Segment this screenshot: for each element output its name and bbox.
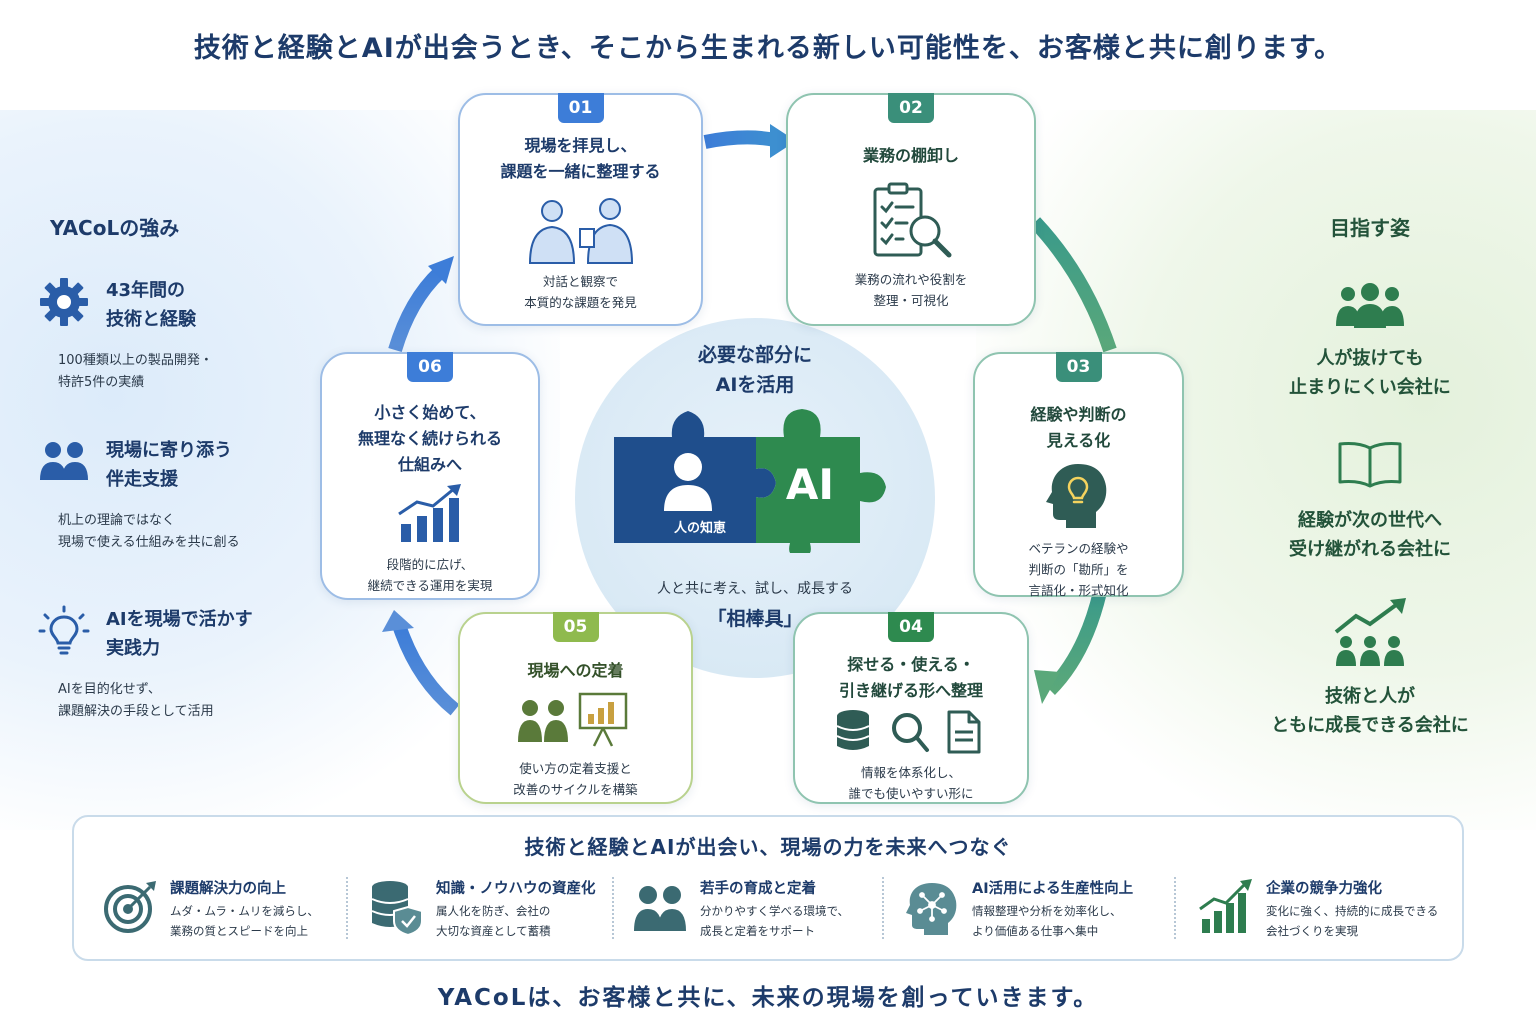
- step-badge: 06: [407, 352, 453, 382]
- arrow-03-04-head: [1034, 670, 1060, 704]
- step-badge: 04: [888, 612, 934, 642]
- step-badge: 02: [888, 93, 934, 123]
- step-card-01: 01 現場を拝見し、 課題を一緒に整理する 対話と観察で 本質的な課題を発見: [458, 93, 703, 326]
- benefit-item: 企業の競争力強化 変化に強く、持続的に成長できる 会社づくりを実現: [1198, 875, 1458, 945]
- puzzle-pieces: [614, 409, 886, 553]
- benefit-head: AI活用による生産性向上: [972, 881, 1134, 897]
- benefit-item: AI活用による生産性向上 情報整理や分析を効率化し、 より価値ある仕事へ集中: [904, 875, 1174, 945]
- benefit-item: 課題解決力の向上 ムダ・ムラ・ムリを減らし、 業務の質とスピードを向上: [102, 875, 352, 945]
- vision-text: 人が抜けても 止まりにくい会社に: [1289, 348, 1451, 398]
- divider: [612, 877, 614, 939]
- step-title: 現場への定着: [527, 661, 624, 680]
- divider: [882, 877, 884, 939]
- step-badge: 05: [552, 612, 599, 642]
- step-title: 小さく始めて、 無理なく続けられる 仕組みへ: [357, 403, 502, 474]
- bar-growth-icon: [398, 484, 461, 542]
- person-icon: [664, 453, 712, 511]
- benefit-head: 若手の育成と定着: [700, 881, 816, 897]
- arrow-05-06: [393, 625, 460, 716]
- benefit-head: 課題解決力の向上: [170, 881, 286, 897]
- center-subtitle: 人と共に考え、試し、成長する: [657, 581, 853, 597]
- arrow-01-02: [703, 130, 777, 149]
- step-title: 経験や判断の 見える化: [1030, 405, 1127, 450]
- step-desc: 情報を体系化し、 誰でも使いやすい形に: [848, 765, 974, 801]
- vision-item: 技術と人が ともに成長できる会社に: [1250, 598, 1490, 740]
- center-name: 「相棒具」: [707, 608, 803, 630]
- strength-head: AIを現場で活かす 実践力: [106, 609, 253, 659]
- arrow-01-02-head: [770, 124, 796, 158]
- benefit-desc: 情報整理や分析を効率化し、 より価値ある仕事へ集中: [972, 904, 1122, 938]
- step-card-06: 06 小さく始めて、 無理なく続けられる 仕組みへ 段階的に広げ、 継続できる運…: [320, 352, 540, 600]
- benefits-box: 技術と経験とAIが出会い、現場の力を未来へつなぐ 課題解決力の向上 ムダ・ムラ・…: [72, 815, 1464, 961]
- strengths-title: YACoLの強み: [50, 216, 180, 240]
- step-card-04: 04 探せる・使える・ 引き継げる形へ整理 情報を体系化し、 誰でも使いやすい形…: [793, 612, 1029, 804]
- human-label: 人の知恵: [673, 521, 726, 536]
- arrow-02-03: [1029, 217, 1117, 353]
- step-title: 業務の棚卸し: [862, 146, 959, 165]
- people-icon: [40, 442, 88, 480]
- clipboard-search-icon: [873, 182, 952, 258]
- benefit-item: 知識・ノウハウの資産化 属人化を防ぎ、会社の 大切な資産として蓄積: [368, 875, 618, 945]
- vision-item: 人が抜けても 止まりにくい会社に: [1250, 282, 1490, 402]
- step-title: 探せる・使える・ 引き継げる形へ整理: [838, 655, 983, 700]
- center-title: 必要な部分に AIを活用: [697, 344, 812, 396]
- group-icon: [1336, 283, 1404, 328]
- strength-head: 現場に寄り添う 伴走支援: [106, 440, 232, 490]
- step-card-03: 03 経験や判断の 見える化 ベテランの経験や 判断の「勘所」を 言語化・形式知…: [973, 352, 1184, 598]
- arrow-05-06-head: [382, 610, 414, 632]
- headline: 技術と経験とAIが出会うとき、そこから生まれる新しい可能性を、お客様と共に創りま…: [193, 33, 1343, 64]
- benefit-desc: 変化に強く、持続的に成長できる 会社づくりを実現: [1266, 904, 1439, 938]
- lightbulb-icon: [38, 605, 90, 655]
- ai-label: AI: [785, 460, 835, 509]
- divider: [346, 877, 348, 939]
- step-badge: 03: [1055, 352, 1102, 382]
- benefit-head: 企業の競争力強化: [1266, 881, 1382, 897]
- step-desc: 業務の流れや役割を 整理・可視化: [854, 272, 968, 308]
- step-desc: 使い方の定着支援と 改善のサイクルを構築: [513, 761, 638, 797]
- strength-head: 43年間の 技術と経験: [106, 280, 196, 330]
- target-icon: [104, 881, 156, 933]
- database-shield-icon: [371, 881, 423, 935]
- strength-desc: 100種類以上の製品開発・ 特許5件の実績: [58, 353, 213, 390]
- step-badge: 01: [557, 93, 604, 123]
- vision-item: 経験が次の世代へ 受け継がれる会社に: [1250, 440, 1490, 564]
- consultation-icon: [528, 198, 633, 264]
- step-desc: 段階的に広げ、 継続できる運用を実現: [367, 557, 493, 593]
- arrow-03-04: [1044, 590, 1107, 695]
- vision-text: 経験が次の世代へ 受け継がれる会社に: [1289, 510, 1451, 560]
- divider: [1174, 877, 1176, 939]
- benefit-head: 知識・ノウハウの資産化: [436, 881, 596, 897]
- footer-message: YACoLは、お客様と共に、未来の現場を創っていきます。: [437, 985, 1099, 1011]
- ai-puzzle-piece: [756, 409, 886, 553]
- benefit-desc: 分かりやすく学べる環境で、 成長と定着をサポート: [700, 904, 850, 938]
- benefit-item: 若手の育成と定着 分かりやすく学べる環境で、 成長と定着をサポート: [632, 875, 882, 945]
- step-desc: ベテランの経験や 判断の「勘所」を 言語化・形式知化: [1028, 541, 1129, 598]
- training-icon: [517, 692, 627, 747]
- benefit-desc: ムダ・ムラ・ムリを減らし、 業務の質とスピードを向上: [170, 904, 319, 938]
- head-lightbulb-icon: [1045, 464, 1106, 528]
- strength-desc: AIを目的化せず、 課題解決の手段として活用: [58, 682, 214, 719]
- arrow-06-01: [388, 266, 445, 353]
- step-desc: 対話と観察で 本質的な課題を発見: [524, 274, 637, 310]
- growth-group-icon: [1334, 598, 1406, 666]
- arrow-06-01-head: [428, 256, 454, 284]
- vision-title: 目指す姿: [1330, 216, 1410, 240]
- step-card-05: 05 現場への定着 使い方の定着支援と 改善のサイクルを構築: [458, 612, 693, 804]
- bar-growth-icon: [1199, 879, 1252, 933]
- book-icon: [1338, 442, 1402, 488]
- strength-desc: 机上の理論ではなく 現場で使える仕組みを共に創る: [58, 513, 240, 550]
- database-search-document-icon: [836, 710, 981, 754]
- benefit-desc: 属人化を防ぎ、会社の 大切な資産として蓄積: [436, 904, 551, 938]
- people-icon: [634, 886, 686, 931]
- step-title: 現場を拝見し、 課題を一緒に整理する: [500, 136, 661, 181]
- benefits-title: 技術と経験とAIが出会い、現場の力を未来へつなぐ: [524, 835, 1012, 859]
- gear-icon: [40, 278, 88, 326]
- vision-text: 技術と人が ともに成長できる会社に: [1271, 686, 1469, 736]
- ai-brain-icon: [906, 883, 957, 935]
- step-card-02: 02 業務の棚卸し 業務の流れや役割を 整理・可視化: [786, 93, 1036, 326]
